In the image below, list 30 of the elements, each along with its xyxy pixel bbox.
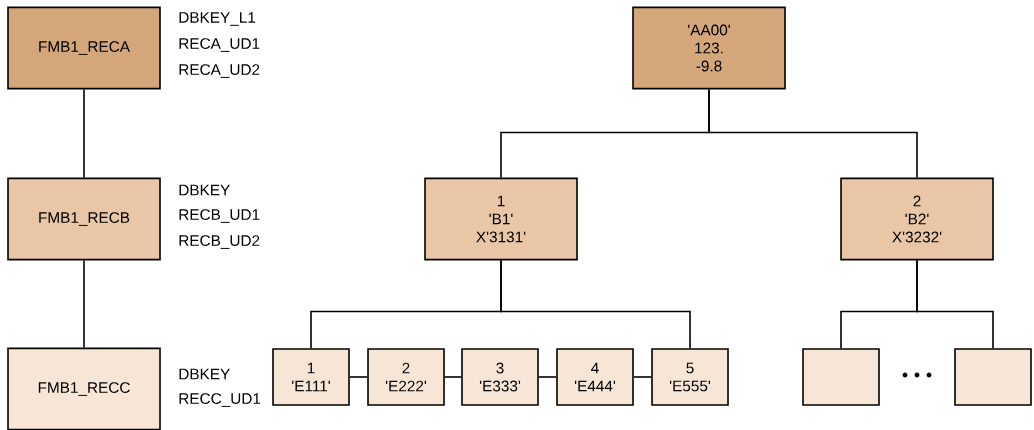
record-type-box: FMB1_RECC <box>7 347 161 430</box>
field-name: RECA_UD1 <box>179 38 260 52</box>
record-box: 2 'B2' X'3232' <box>840 177 994 261</box>
record-type-box: FMB1_RECA <box>7 6 161 90</box>
field-name: RECC_UD1 <box>179 393 261 407</box>
record-box: 5 'E555' <box>651 348 729 406</box>
field-name: RECA_UD2 <box>179 64 260 78</box>
connector-line <box>83 259 85 349</box>
field-name: RECB_UD2 <box>179 235 260 249</box>
connector-line <box>83 88 85 179</box>
connector-line <box>500 259 691 349</box>
field-name: RECB_UD1 <box>179 209 260 223</box>
field-name: DBKEY_L1 <box>179 12 256 26</box>
record-type-box: FMB1_RECB <box>7 177 161 261</box>
connector-line <box>633 376 652 378</box>
record-box: 2 'E222' <box>367 348 445 406</box>
record-box: 4 'E444' <box>556 348 634 406</box>
connector-line <box>444 376 462 378</box>
field-name: DBKEY <box>179 368 230 380</box>
field-name: DBKEY <box>179 184 230 196</box>
connector-line <box>538 376 557 378</box>
record-box: 1 'E111' <box>272 348 350 406</box>
connector-line <box>916 259 994 349</box>
record-box: 'AA00' 123. -9.8 <box>632 6 786 90</box>
connector-line <box>708 88 918 179</box>
empty-record-box <box>954 348 1032 406</box>
record-box: 3 'E333' <box>461 348 539 406</box>
connector-line <box>349 376 368 378</box>
record-box: 1 'B1' X'3131' <box>424 177 578 261</box>
empty-record-box <box>802 348 880 406</box>
